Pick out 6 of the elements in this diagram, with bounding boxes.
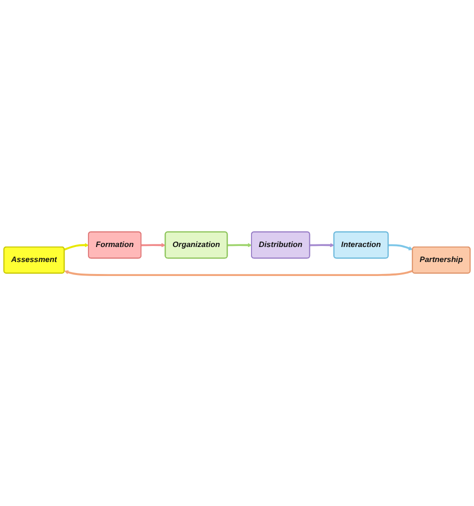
arrow <box>388 244 413 250</box>
arrow <box>64 269 413 276</box>
arrow <box>310 242 334 247</box>
arrow <box>227 242 252 247</box>
arrow <box>64 242 89 250</box>
arrow <box>141 242 166 247</box>
